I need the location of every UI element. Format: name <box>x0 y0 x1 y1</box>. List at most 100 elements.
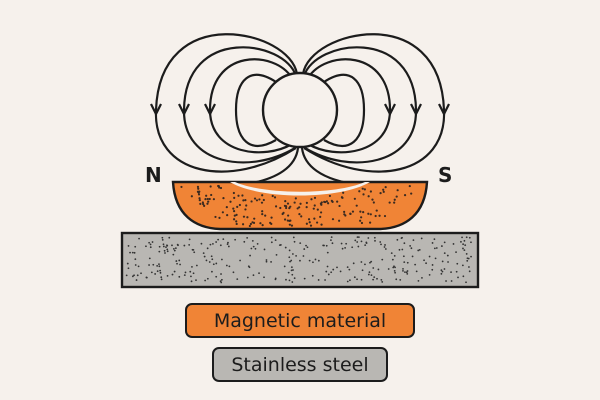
texture-dot <box>445 280 447 282</box>
texture-dot <box>246 276 249 279</box>
texture-dot <box>158 250 161 253</box>
texture-dot <box>299 242 302 245</box>
texture-dot <box>433 247 436 250</box>
texture-dot <box>134 258 137 261</box>
texture-dot <box>219 244 222 247</box>
texture-dot <box>158 245 161 248</box>
texture-dot <box>394 271 397 274</box>
texture-dot <box>212 263 215 266</box>
texture-dot <box>206 202 209 205</box>
texture-dot <box>190 280 193 283</box>
texture-dot <box>127 267 130 270</box>
texture-dot <box>125 274 128 277</box>
texture-dot <box>162 243 165 246</box>
texture-dot <box>195 279 197 282</box>
texture-dot <box>288 249 291 252</box>
texture-dot <box>264 214 267 217</box>
texture-dot <box>367 237 370 239</box>
texture-dot <box>270 261 272 263</box>
texture-dot <box>127 245 130 247</box>
texture-dot <box>374 239 376 242</box>
texture-dot <box>290 259 293 262</box>
texture-dot <box>258 272 260 275</box>
field-line <box>208 58 293 154</box>
texture-dot <box>235 220 238 223</box>
texture-dot <box>235 222 238 226</box>
texture-dot <box>201 201 204 204</box>
texture-dot <box>161 239 164 241</box>
texture-dot <box>356 278 358 281</box>
texture-dot <box>229 200 232 203</box>
texture-dot <box>463 249 466 252</box>
texture-dot <box>360 261 363 263</box>
texture-dot <box>134 245 137 248</box>
texture-dot <box>346 266 349 269</box>
texture-dot <box>286 219 289 222</box>
texture-dot <box>369 213 372 216</box>
texture-dot <box>394 266 396 269</box>
texture-dot <box>134 264 137 266</box>
texture-dot <box>232 191 235 195</box>
texture-dot <box>359 210 362 213</box>
texture-dot <box>244 208 247 211</box>
legend-magnetic-material: Magnetic material <box>185 303 415 338</box>
texture-dot <box>377 268 380 271</box>
texture-dot <box>253 197 257 200</box>
texture-dot <box>401 236 403 239</box>
texture-dot <box>294 197 297 200</box>
texture-dot <box>274 239 277 241</box>
texture-dot <box>131 251 134 254</box>
texture-dot <box>455 251 457 254</box>
texture-dot <box>209 185 212 188</box>
texture-dot <box>190 195 193 198</box>
texture-dot <box>227 241 229 244</box>
texture-dot <box>364 263 366 266</box>
texture-dot <box>317 279 320 281</box>
texture-dot <box>159 271 162 274</box>
texture-dot <box>232 271 235 274</box>
texture-dot <box>260 201 264 204</box>
texture-dot <box>140 272 142 275</box>
texture-dot <box>180 185 183 189</box>
texture-dot <box>206 197 209 201</box>
texture-dot <box>152 263 155 266</box>
texture-dot <box>232 218 236 221</box>
texture-dot <box>160 278 163 281</box>
texture-dot <box>460 240 462 243</box>
texture-dot <box>468 270 471 273</box>
texture-dot <box>375 209 378 212</box>
texture-dot <box>465 281 467 284</box>
texture-dot <box>288 279 291 282</box>
texture-dot <box>222 197 225 200</box>
texture-dot <box>164 252 166 254</box>
texture-dot <box>324 279 326 281</box>
texture-dot <box>239 259 241 262</box>
texture-dot <box>395 278 398 281</box>
texture-dot <box>311 274 314 277</box>
texture-dot <box>360 216 363 219</box>
field-gap <box>230 182 370 196</box>
texture-dot <box>199 202 202 205</box>
texture-dot <box>331 242 334 245</box>
texture-dot <box>319 211 323 214</box>
texture-dot <box>433 238 436 241</box>
texture-dot <box>342 191 345 194</box>
texture-dot <box>241 223 245 226</box>
texture-dot <box>261 194 264 197</box>
texture-dot <box>303 277 306 280</box>
texture-dot <box>403 261 406 264</box>
texture-dot <box>284 246 287 249</box>
magnet-core <box>261 71 339 149</box>
texture-dot <box>138 237 140 240</box>
texture-dot <box>466 259 469 262</box>
texture-dot <box>309 224 313 227</box>
texture-dot <box>431 242 434 244</box>
texture-dot <box>236 278 239 281</box>
texture-dot <box>203 204 206 207</box>
texture-dot <box>323 244 325 247</box>
texture-dot <box>393 265 395 268</box>
texture-dot <box>183 274 186 277</box>
texture-dot <box>381 258 384 261</box>
texture-dot <box>281 212 284 216</box>
